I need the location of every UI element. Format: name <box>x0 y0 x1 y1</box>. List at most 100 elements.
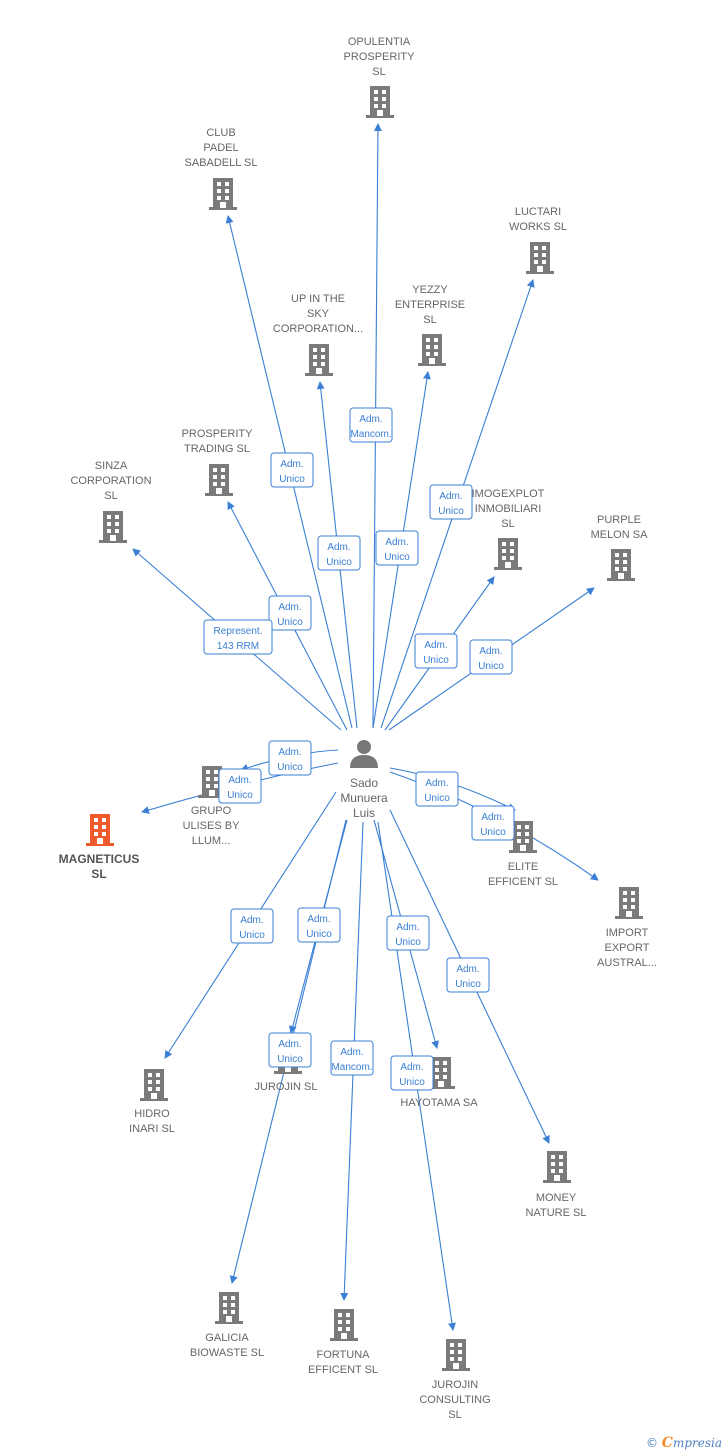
role-badge[interactable]: Adm.Unico <box>317 535 361 571</box>
company-name-line: PADEL <box>203 142 238 154</box>
building-icon <box>543 1151 571 1183</box>
badge-text: Adm. <box>278 1039 301 1050</box>
company-name-line: BIOWASTE SL <box>190 1347 264 1359</box>
badge-text: Unico <box>399 1077 425 1088</box>
building-icon <box>205 464 233 496</box>
role-badge[interactable]: Adm.Unico <box>230 908 274 944</box>
company-name-line: MELON SA <box>591 529 649 541</box>
badge-box <box>268 595 312 631</box>
badge-box <box>268 1032 312 1068</box>
badge-text: Adm. <box>228 775 251 786</box>
company-name-line: CORPORATION <box>70 475 151 487</box>
role-badge[interactable]: Adm. Unico <box>297 907 341 943</box>
role-badge[interactable]: Adm.Unico <box>270 452 314 488</box>
company-name-line: FORTUNA <box>317 1349 371 1361</box>
badge-text: Unico <box>423 655 449 666</box>
building-icon <box>607 549 635 581</box>
role-badge[interactable]: Adm.Unico <box>429 484 473 520</box>
company-name-line: EFFICENT SL <box>488 876 558 888</box>
company-name-line: SKY <box>307 308 330 320</box>
role-badge[interactable]: Adm.Mancom. <box>349 407 393 443</box>
company-name-line: SL <box>448 1409 461 1421</box>
role-badge[interactable]: Adm.Unico <box>471 805 515 841</box>
person-icon <box>350 740 378 768</box>
role-badge[interactable]: Adm. Unico <box>268 1032 312 1068</box>
company-node-hayotama[interactable]: HAYOTAMA SA <box>400 1057 478 1109</box>
role-badge[interactable]: Adm.Unico <box>268 740 312 776</box>
badge-text: Adm. <box>400 1062 423 1073</box>
company-node-import-export[interactable]: IMPORTEXPORTAUSTRAL... <box>597 887 657 969</box>
role-badge[interactable]: Adm.Unico <box>218 768 262 804</box>
badge-text: Adm. <box>481 812 504 823</box>
badge-text: Unico <box>277 1054 303 1065</box>
building-icon <box>494 538 522 570</box>
company-name-line: PROSPERITY <box>344 51 416 63</box>
company-name-line: HAYOTAMA SA <box>400 1097 478 1109</box>
badge-box <box>469 639 513 675</box>
badge-text: Adm. <box>278 747 301 758</box>
badge-text: Unico <box>306 929 332 940</box>
company-node-jurojin-consulting[interactable]: JUROJIN CONSULTING SL <box>419 1339 491 1421</box>
company-name-line: EFFICENT SL <box>308 1364 378 1376</box>
person-name-line: Munuera <box>340 791 388 805</box>
badge-text: Mancom. <box>350 429 391 440</box>
company-name-line: IMPORT <box>606 927 649 939</box>
role-badge[interactable]: Represent.143 RRM <box>203 619 273 655</box>
role-badge[interactable]: Adm.Mancom. <box>330 1040 374 1076</box>
company-name-line: MONEY <box>536 1192 577 1204</box>
role-badge[interactable]: Adm.Unico <box>375 530 419 566</box>
badge-box <box>429 484 473 520</box>
role-badge[interactable]: Adm.Unico <box>268 595 312 631</box>
badge-box <box>349 407 393 443</box>
badge-text: Adm. <box>307 914 330 925</box>
company-node-up-in-the-sky[interactable]: UP IN THESKYCORPORATION... <box>273 293 363 376</box>
badge-box <box>471 805 515 841</box>
building-icon <box>86 814 114 846</box>
company-name-line: SINZA <box>95 460 128 472</box>
role-badge[interactable]: Adm. Unico <box>414 633 458 669</box>
company-name-line: JUROJIN <box>432 1379 479 1391</box>
role-badge[interactable]: Adm.Unico <box>386 915 430 951</box>
badge-text: Adm. <box>340 1047 363 1058</box>
badge-box <box>270 452 314 488</box>
company-name-line: CONSULTING <box>419 1394 490 1406</box>
person-name-line: Luis <box>353 806 375 820</box>
badge-text: Unico <box>478 661 504 672</box>
building-icon <box>140 1069 168 1101</box>
badge-text: Unico <box>279 474 305 485</box>
role-badge[interactable]: Adm. Unico <box>469 639 513 675</box>
footer-brand: © Cmpresia <box>646 1435 722 1451</box>
company-name-line: WORKS SL <box>509 221 567 233</box>
role-badge[interactable]: Adm.Unico <box>446 957 490 993</box>
badge-text: Adm. <box>385 537 408 548</box>
company-node-jurojin[interactable]: JUROJIN SL <box>255 1042 318 1093</box>
building-icon <box>215 1292 243 1324</box>
company-name-line: OPULENTIA <box>348 36 411 48</box>
badges-layer: Adm.Mancom.Adm.UnicoAdm.UnicoAdm.UnicoAd… <box>203 407 515 1091</box>
badge-text: Adm. <box>479 646 502 657</box>
company-name-line: ELITE <box>508 861 539 873</box>
role-badge[interactable]: Adm. Unico <box>390 1055 434 1091</box>
company-node-elite-efficent[interactable]: ELITE EFFICENT SL <box>488 821 558 888</box>
badge-text: Adm. <box>424 640 447 651</box>
company-name-line: SL <box>91 867 106 881</box>
role-badge[interactable]: Adm.Unico <box>415 771 459 807</box>
company-name-line: AUSTRAL... <box>597 957 657 969</box>
company-node-fortuna-efficent[interactable]: FORTUNA EFFICENT SL <box>308 1309 378 1376</box>
company-name-line: SL <box>423 314 436 326</box>
badge-box <box>386 915 430 951</box>
